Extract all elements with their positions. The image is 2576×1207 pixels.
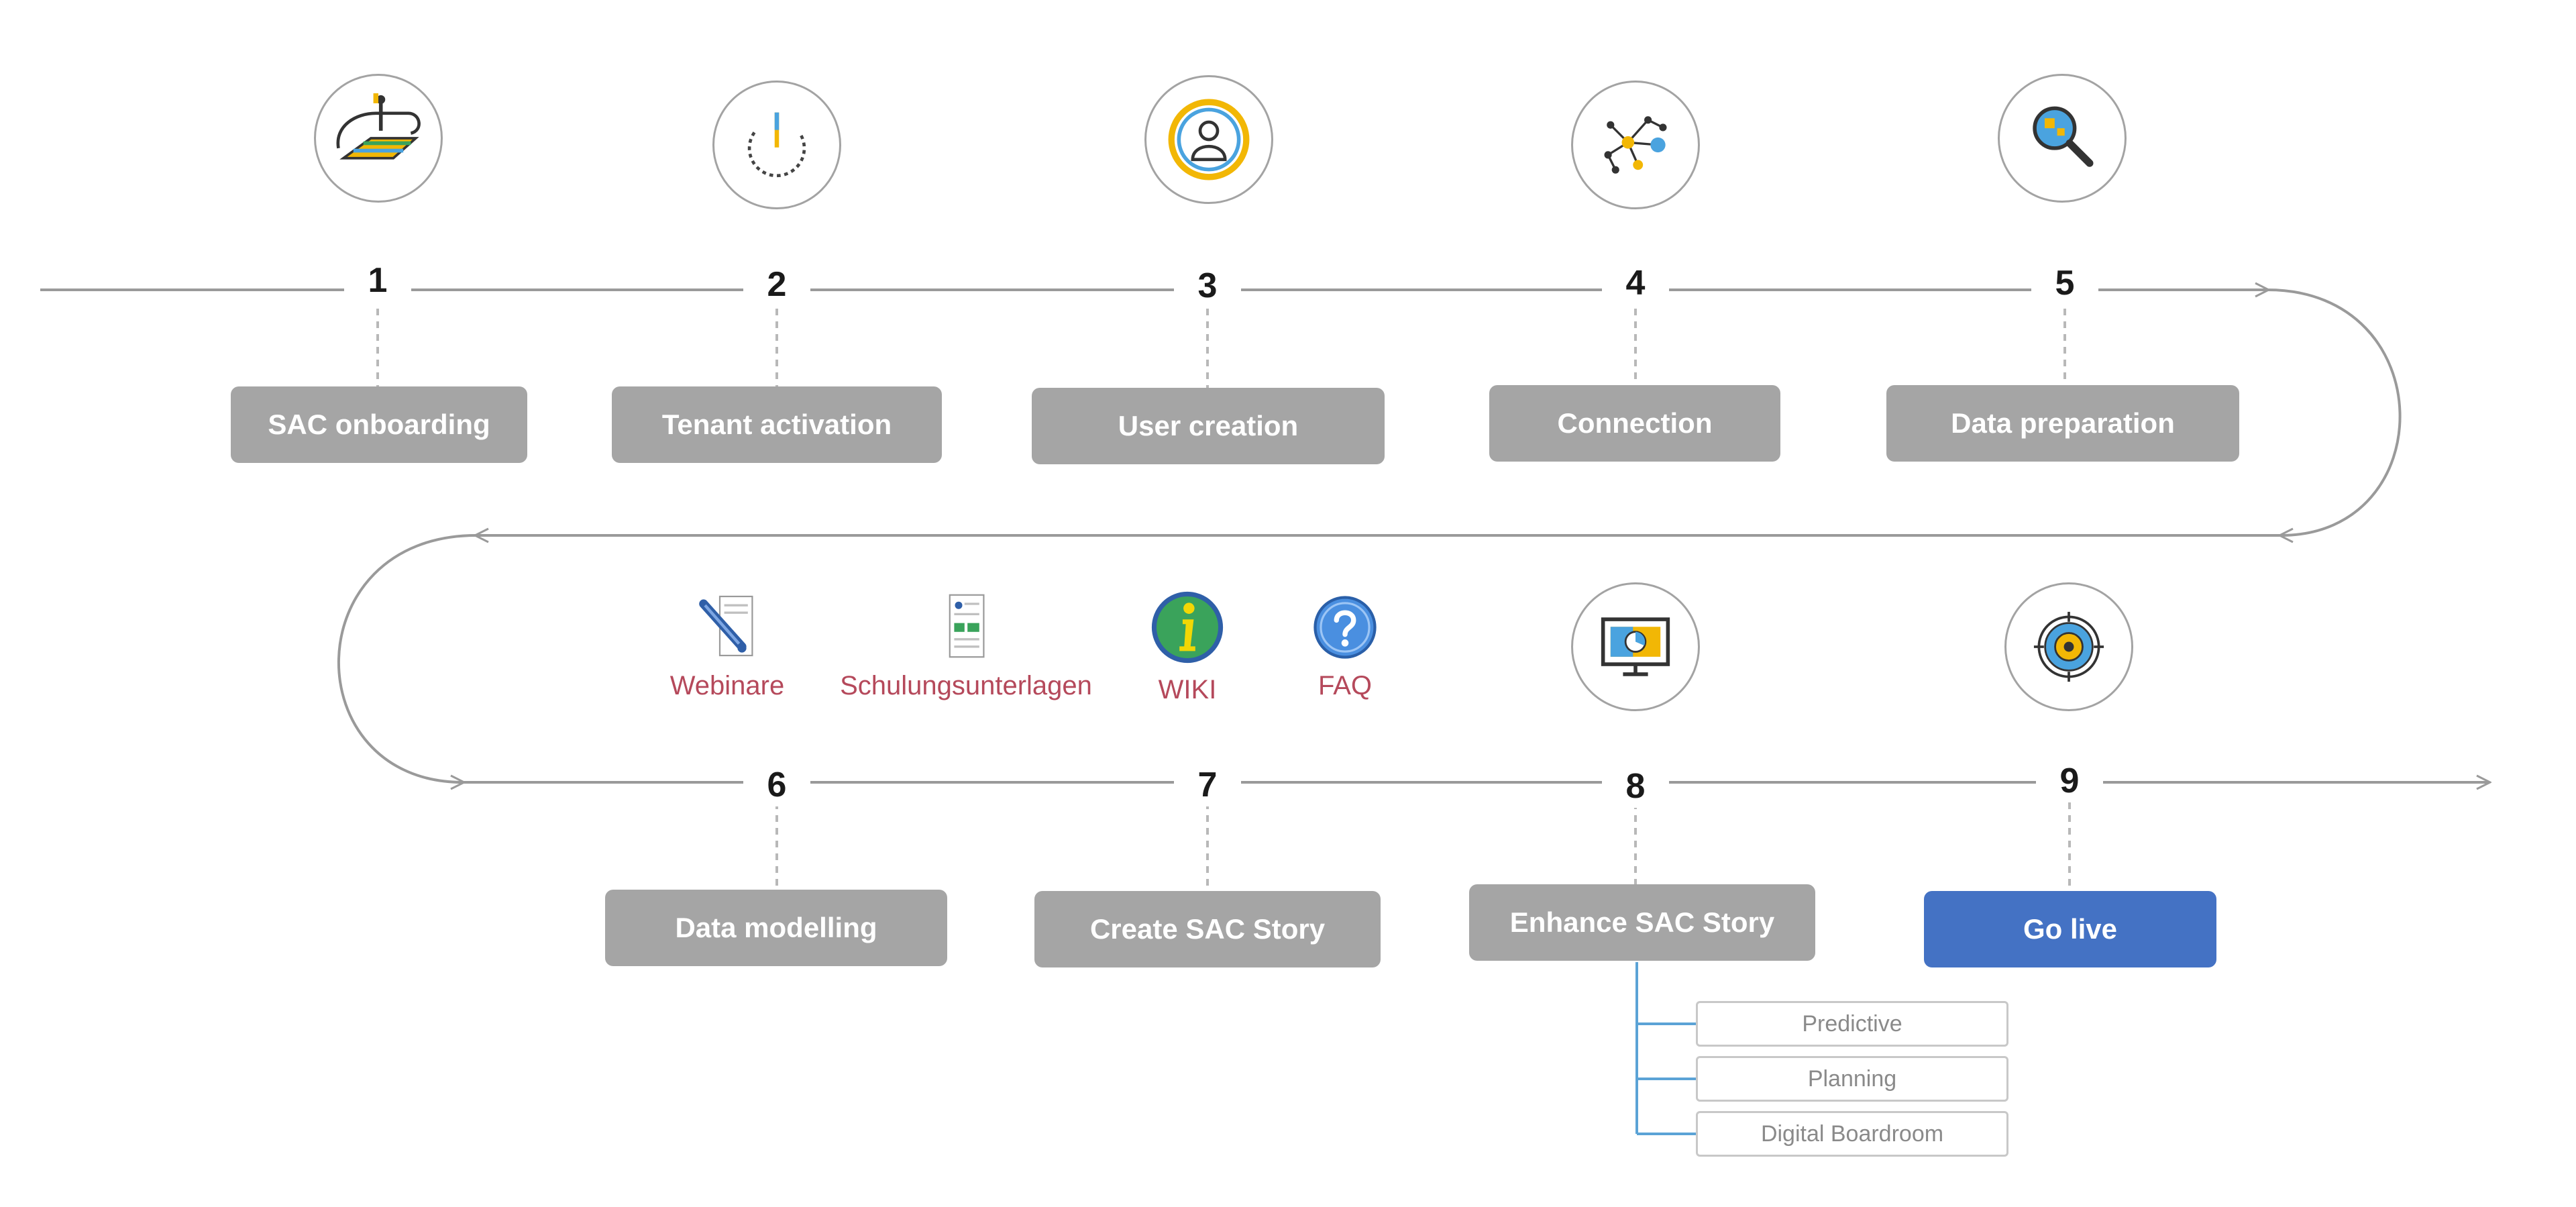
option-planning: Planning [1696, 1056, 2008, 1102]
step-box-go-live: Go live [1924, 891, 2216, 967]
step-number-8: 8 [1602, 765, 1669, 808]
step-number-1: 1 [344, 259, 411, 302]
step-number-7: 7 [1174, 764, 1241, 806]
step-number-9: 9 [2036, 759, 2103, 802]
onboarding-escalator-icon [314, 74, 443, 203]
step-box-enhance-sac-story: Enhance SAC Story [1469, 884, 1815, 961]
step-box-tenant-activation: Tenant activation [612, 386, 942, 463]
user-profile-icon [1144, 75, 1273, 204]
step-number-2: 2 [743, 263, 810, 306]
step-box-user-creation: User creation [1032, 388, 1385, 464]
step-box-create-sac-story: Create SAC Story [1034, 891, 1381, 967]
enhance-dashboard-icon [1571, 582, 1700, 711]
step-box-data-preparation: Data preparation [1886, 385, 2239, 462]
resource-schulungsunterlagen[interactable]: Schulungsunterlagen [825, 589, 1107, 701]
option-digital-boardroom: Digital Boardroom [1696, 1111, 2008, 1157]
resource-label: FAQ [1318, 671, 1373, 700]
go-live-target-icon [2004, 582, 2133, 711]
enhancement-branch [1635, 962, 1696, 1135]
step-box-connection: Connection [1489, 385, 1780, 462]
webinar-icon [699, 595, 753, 657]
step-box-sac-onboarding: SAC onboarding [231, 386, 527, 463]
step-number-5: 5 [2031, 262, 2098, 305]
resource-label: WIKI [1158, 675, 1217, 704]
left-curve [337, 534, 477, 782]
activation-power-icon [712, 81, 841, 209]
option-predictive: Predictive [1696, 1001, 2008, 1047]
wiki-info-icon [1151, 591, 1224, 664]
connection-network-icon [1571, 81, 1700, 209]
right-curve [2267, 288, 2402, 535]
data-preparation-magnifier-icon [1998, 74, 2127, 203]
faq-question-icon [1313, 596, 1377, 659]
step-number-3: 3 [1174, 264, 1241, 307]
training-document-icon [949, 594, 985, 658]
resource-faq[interactable]: FAQ [1288, 592, 1402, 701]
resource-label: Schulungsunterlagen [840, 671, 1092, 700]
resource-wiki[interactable]: WIKI [1127, 588, 1248, 705]
resource-label: Webinare [669, 671, 785, 700]
step-number-6: 6 [743, 764, 810, 806]
step-box-data-modelling: Data modelling [605, 890, 947, 966]
step-number-4: 4 [1602, 262, 1669, 305]
resource-webinare[interactable]: Webinare [660, 589, 794, 701]
